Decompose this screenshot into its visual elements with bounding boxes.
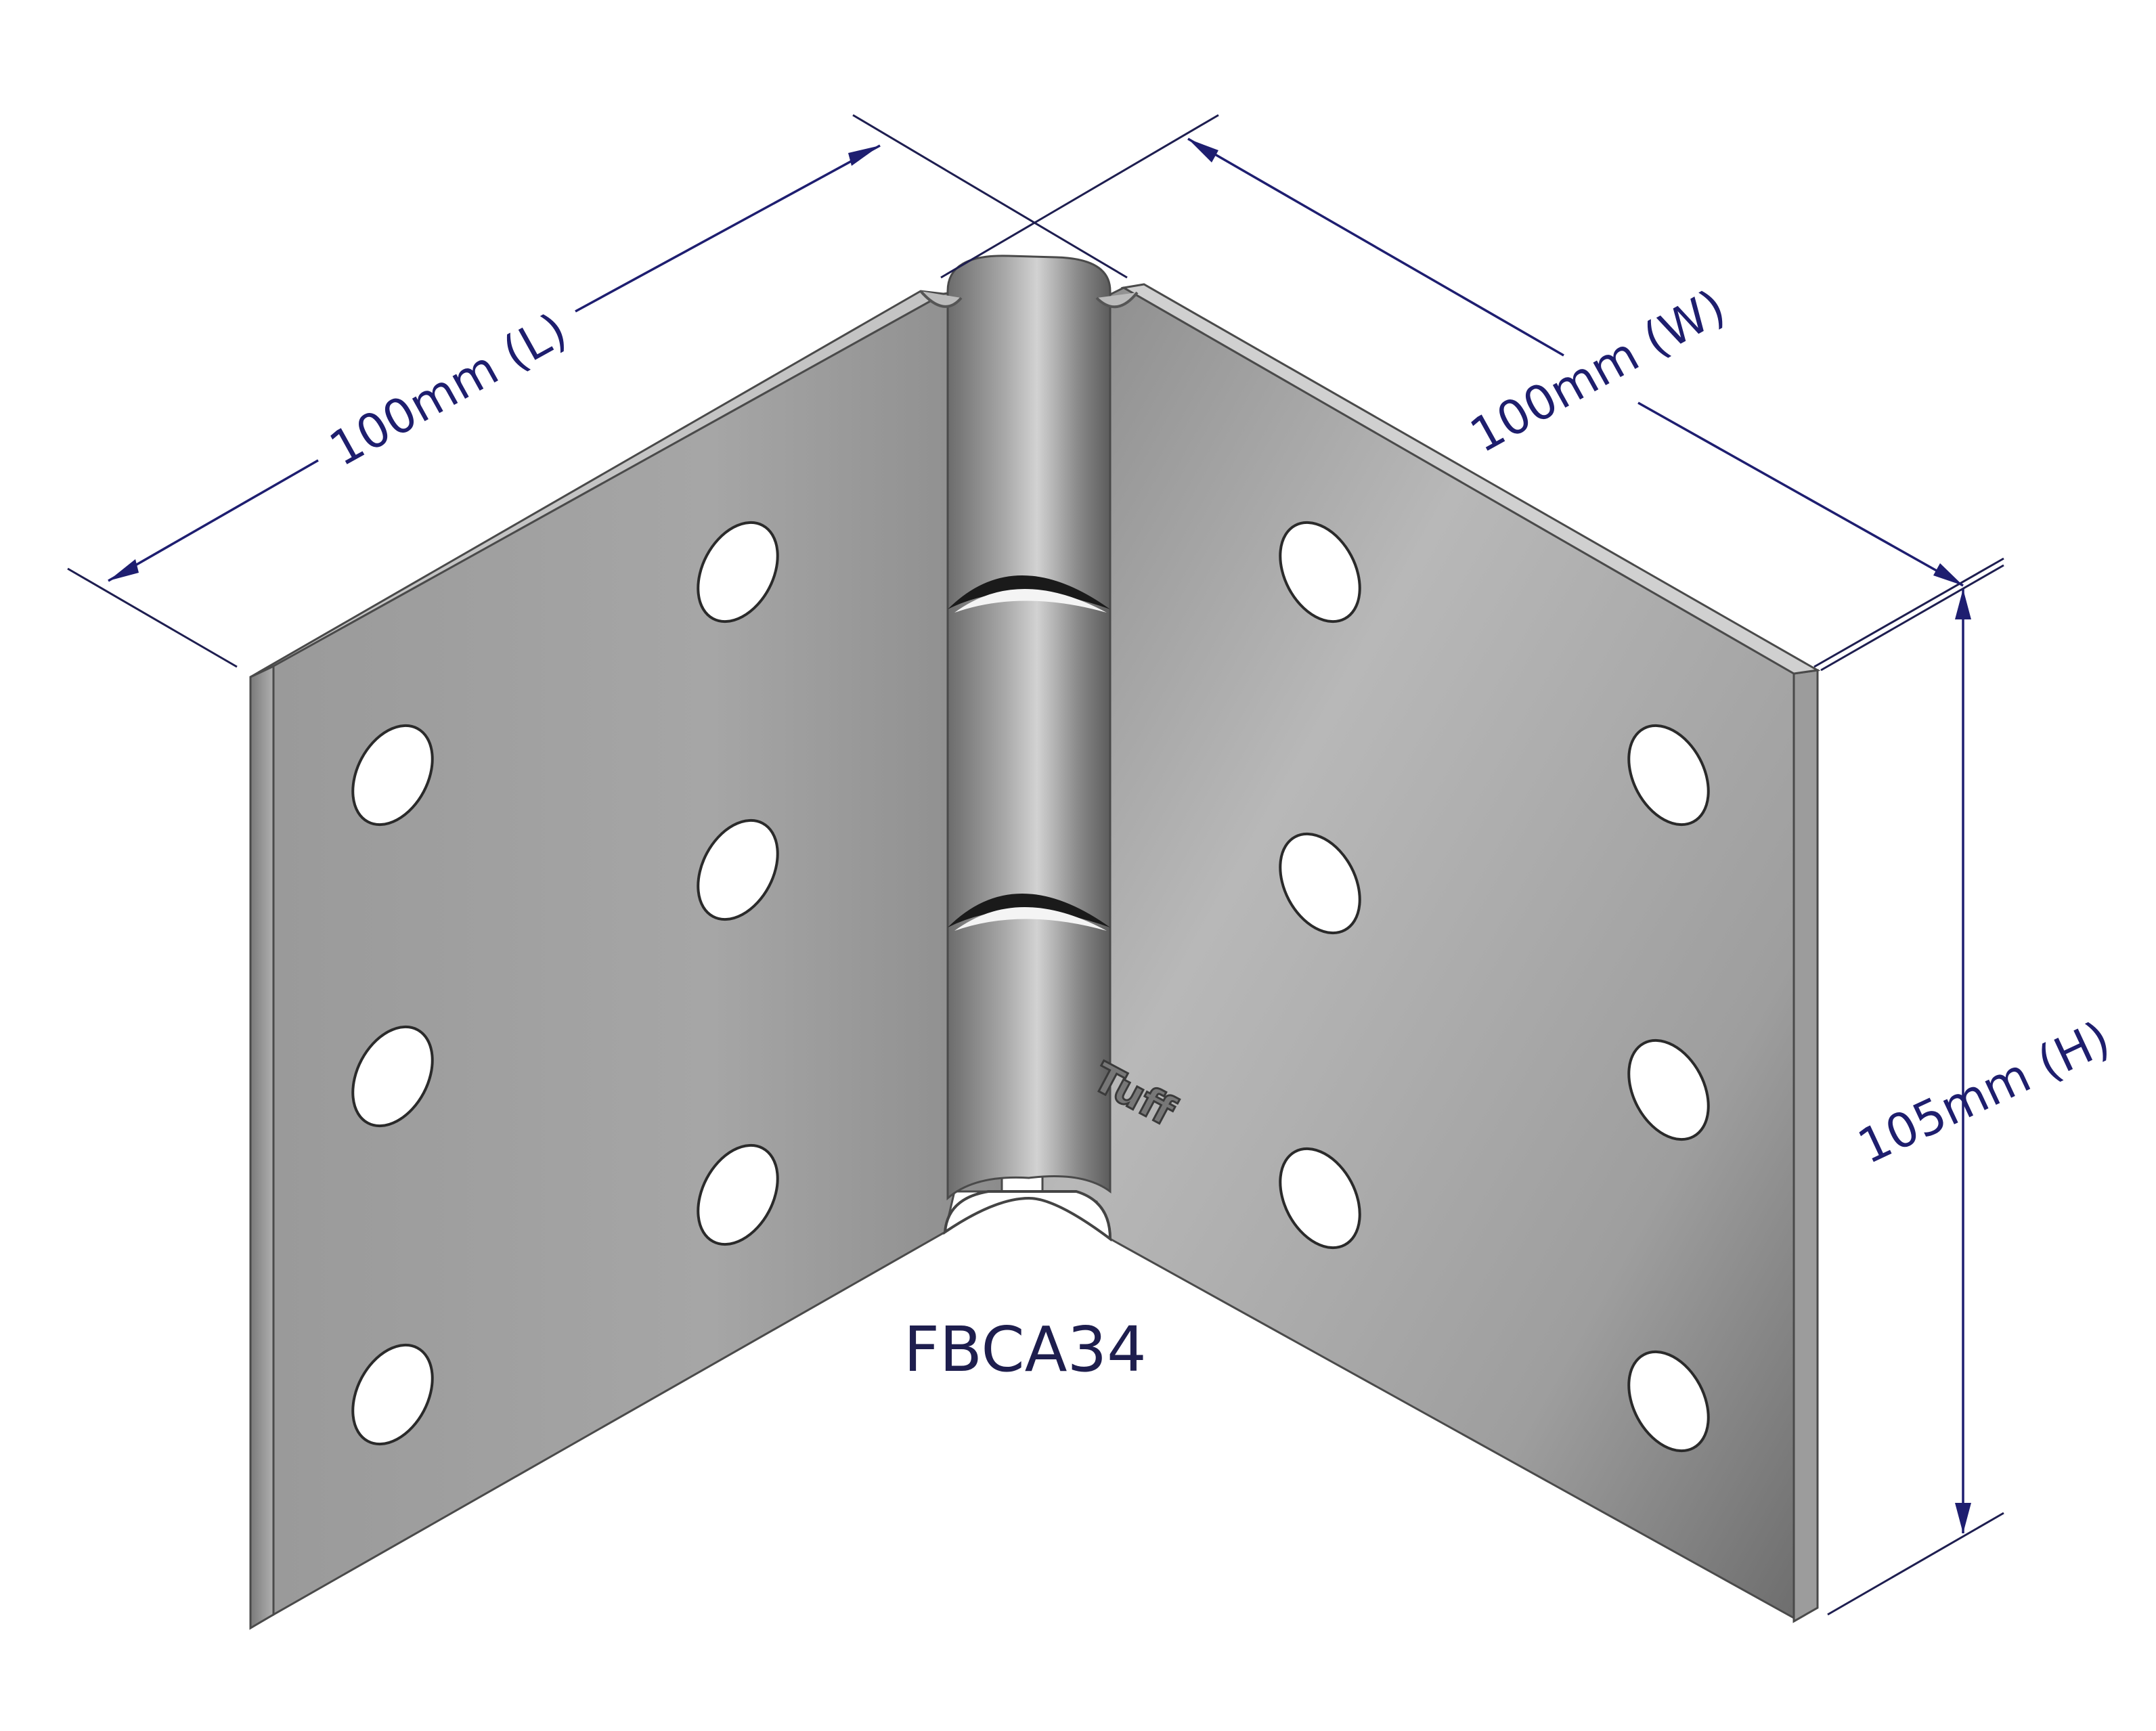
hole <box>1279 832 1361 935</box>
hole <box>697 818 779 921</box>
hole <box>1279 1147 1361 1250</box>
right-plate-holes <box>1279 521 1710 1453</box>
left-plate <box>249 283 1003 1630</box>
hole <box>697 521 779 623</box>
corner-bend <box>919 255 1139 1242</box>
height-label: 105mm (H) <box>1850 1010 2119 1175</box>
length-label: 100mm (L) <box>320 302 575 477</box>
dimension-height: 105mm (H) <box>1820 564 2119 1616</box>
product-code: FBCA34 <box>904 1313 1147 1386</box>
stiffener-rib-lower <box>948 894 1110 931</box>
hole <box>351 724 434 827</box>
right-plate <box>1041 283 1821 1623</box>
hole <box>1627 724 1710 827</box>
hole <box>1279 521 1361 623</box>
hole <box>351 1025 434 1128</box>
left-plate-holes <box>351 521 779 1446</box>
hole <box>697 1143 779 1246</box>
hole <box>1627 1350 1710 1453</box>
hole <box>1627 1038 1710 1141</box>
hole <box>351 1343 434 1446</box>
width-label: 100mm (W) <box>1461 278 1734 463</box>
stiffener-rib-upper <box>948 575 1110 613</box>
